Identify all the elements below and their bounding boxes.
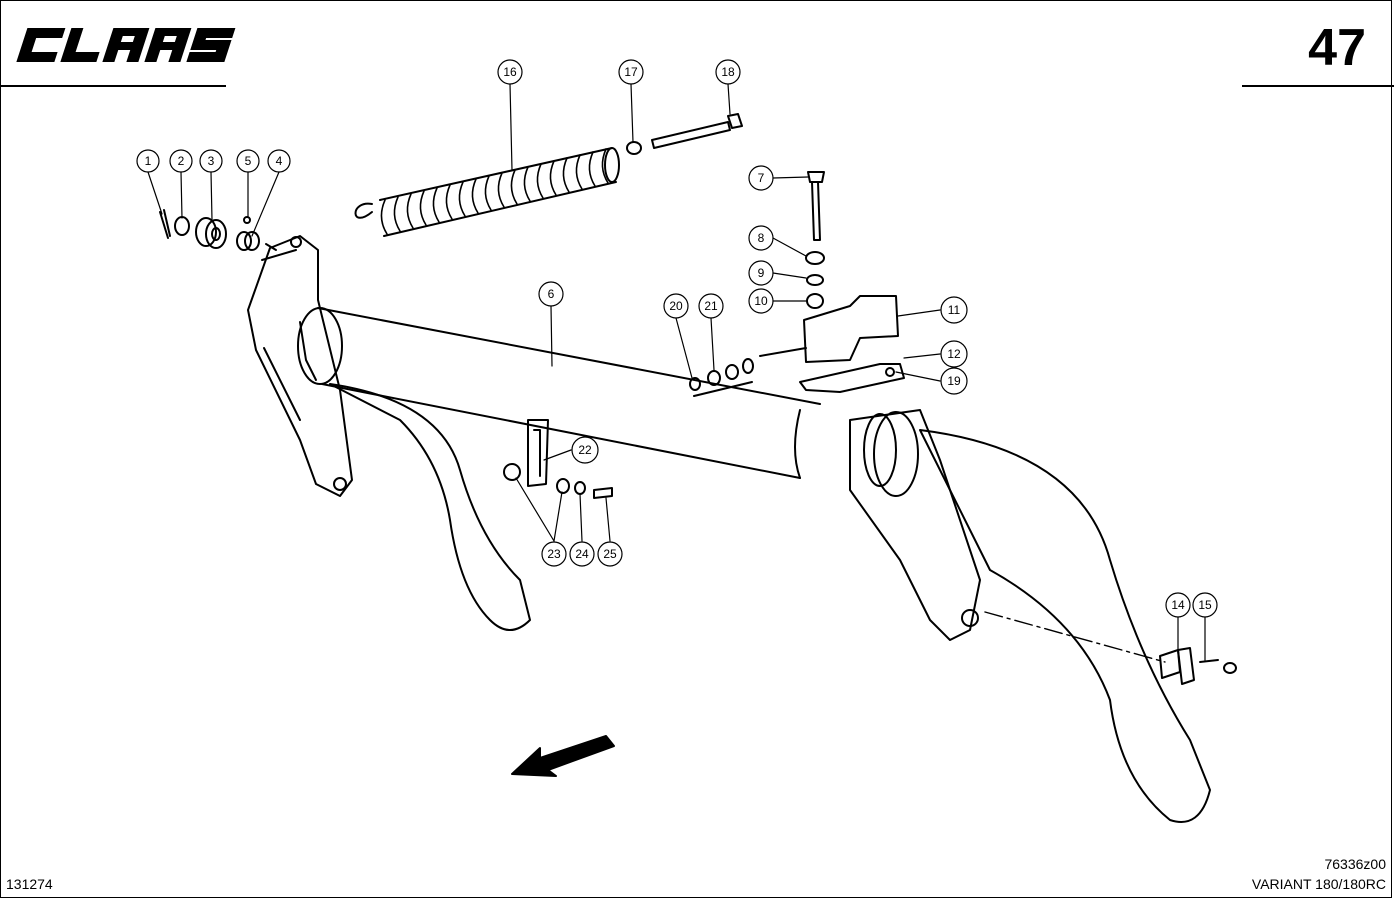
svg-text:21: 21	[704, 299, 718, 313]
svg-text:22: 22	[578, 443, 592, 457]
callouts: 16 17 18 1 2 3 5 4 7 8 9 10 11 12 19 6 2…	[136, 59, 1218, 618]
callout-16: 16	[497, 59, 523, 85]
callout-15: 15	[1192, 592, 1218, 618]
svg-text:9: 9	[758, 266, 765, 280]
grease-nipple-part	[243, 216, 251, 224]
shim-set-part	[689, 358, 754, 397]
long-bolt-part	[651, 113, 743, 149]
svg-text:16: 16	[503, 65, 517, 79]
callout-9: 9	[748, 260, 774, 286]
claas-logo	[16, 28, 236, 62]
callout-6: 6	[538, 281, 564, 307]
nut-part	[626, 141, 642, 155]
callout-21: 21	[698, 293, 724, 319]
washer-part-8	[805, 251, 825, 265]
model-name: VARIANT 180/180RC	[1251, 876, 1386, 892]
direction-arrow-icon	[511, 735, 615, 777]
svg-text:2: 2	[178, 154, 185, 168]
page-number: 47	[1308, 19, 1366, 77]
svg-text:15: 15	[1198, 598, 1212, 612]
bushing-part	[236, 231, 260, 251]
svg-text:17: 17	[624, 65, 638, 79]
header-rule-left	[0, 85, 226, 87]
assembly-axis-line	[984, 611, 1166, 663]
left-side-frame-part	[329, 383, 531, 631]
callout-1: 1	[136, 149, 160, 173]
screw-part	[1199, 659, 1219, 663]
washer-part	[174, 216, 190, 236]
svg-text:5: 5	[245, 154, 252, 168]
callout-7: 7	[748, 165, 774, 191]
bolt-part-25	[593, 487, 613, 499]
callout-12: 12	[940, 340, 968, 368]
svg-text:3: 3	[208, 154, 215, 168]
spacer-part	[503, 463, 521, 481]
callout-20: 20	[663, 293, 689, 319]
nut-part-2	[1223, 662, 1237, 674]
header-rule-right	[1242, 85, 1394, 87]
svg-text:10: 10	[754, 294, 768, 308]
svg-text:23: 23	[547, 547, 561, 561]
left-arm-part	[247, 235, 353, 497]
callout-23: 23	[541, 541, 567, 567]
right-side-frame-part	[919, 429, 1211, 823]
roller-part	[195, 217, 227, 249]
svg-text:25: 25	[603, 547, 617, 561]
callout-4: 4	[267, 149, 291, 173]
callout-19: 19	[940, 367, 968, 395]
callout-25: 25	[597, 541, 623, 567]
washer-part-9	[806, 274, 824, 286]
svg-text:11: 11	[948, 303, 961, 317]
bush-part	[556, 478, 570, 494]
bracket-part	[759, 295, 905, 393]
nut-part-10	[806, 293, 824, 309]
drawing-number: 76336z00	[1324, 856, 1386, 872]
callout-18: 18	[715, 59, 741, 85]
vertical-bolt-part	[807, 171, 825, 241]
svg-text:1: 1	[145, 154, 152, 168]
main-tube-part	[297, 307, 919, 497]
slotted-link-part	[527, 419, 549, 487]
callout-24: 24	[569, 541, 595, 567]
svg-text:20: 20	[669, 299, 683, 313]
right-arm-part	[849, 409, 981, 641]
callout-5: 5	[236, 149, 260, 173]
svg-text:6: 6	[548, 287, 555, 301]
spring-part	[354, 147, 620, 237]
sheet-number: 131274	[6, 876, 53, 892]
svg-text:24: 24	[575, 547, 589, 561]
svg-text:19: 19	[947, 374, 961, 388]
cotter-pin-part	[159, 209, 171, 239]
callout-14: 14	[1165, 592, 1191, 618]
pin-part	[1159, 647, 1195, 685]
callout-22: 22	[571, 436, 599, 464]
svg-text:4: 4	[276, 154, 283, 168]
callout-2: 2	[169, 149, 193, 173]
svg-text:14: 14	[1171, 598, 1185, 612]
callout-17: 17	[618, 59, 644, 85]
svg-text:8: 8	[758, 231, 765, 245]
callout-11: 11	[940, 296, 968, 324]
svg-text:7: 7	[758, 171, 765, 185]
callout-10: 10	[748, 288, 774, 314]
washer-part-24	[574, 481, 586, 495]
svg-text:12: 12	[947, 347, 961, 361]
callout-8: 8	[748, 225, 774, 251]
svg-text:18: 18	[721, 65, 735, 79]
callout-3: 3	[199, 149, 223, 173]
